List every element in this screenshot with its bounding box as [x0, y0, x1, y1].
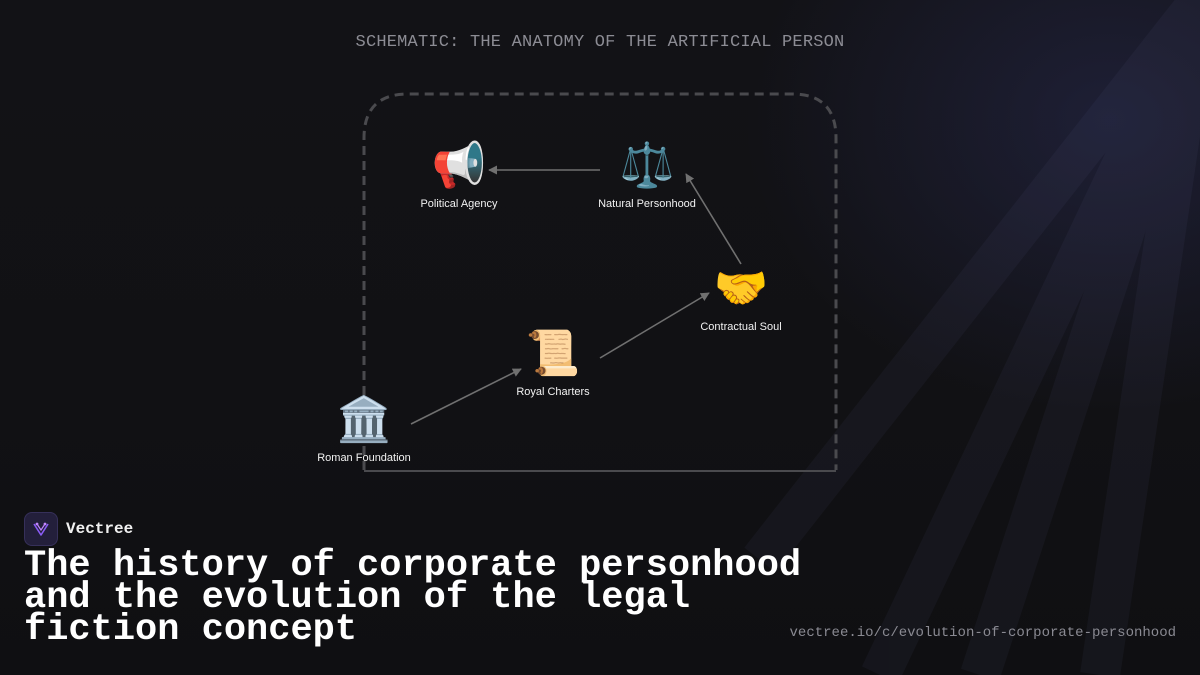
- brand: Vectree: [24, 512, 133, 546]
- diagram-frame: [362, 92, 838, 470]
- vectree-logo-icon: [24, 512, 58, 546]
- node-natural: ⚖️ Natural Personhood: [598, 140, 696, 210]
- node-label-charters: Royal Charters: [516, 386, 590, 398]
- node-label-contract: Contractual Soul: [700, 321, 781, 333]
- node-label-political: Political Agency: [420, 198, 498, 210]
- megaphone-icon: 📢: [432, 140, 487, 191]
- node-charters: 📜 Royal Charters: [516, 329, 590, 398]
- schematic-title: SCHEMATIC: THE ANATOMY OF THE ARTIFICIAL…: [355, 33, 845, 52]
- brand-name: Vectree: [66, 520, 134, 538]
- node-contract: 🤝 Contractual Soul: [700, 264, 781, 333]
- balance-scale-icon: ⚖️: [620, 140, 675, 190]
- classical-building-icon: 🏛️: [337, 394, 392, 444]
- node-label-roman: Roman Foundation: [317, 452, 411, 464]
- node-roman: 🏛️ Roman Foundation: [317, 394, 411, 464]
- arrow-charters-to-contract: [599, 292, 710, 359]
- handshake-icon: 🤝: [714, 264, 769, 313]
- source-url[interactable]: vectree.io/c/evolution-of-corporate-pers…: [789, 625, 1176, 641]
- node-political: 📢 Political Agency: [420, 140, 498, 210]
- arrow-roman-to-charters: [410, 368, 522, 425]
- arrow-contract-to-natural: [685, 173, 742, 265]
- node-label-natural: Natural Personhood: [598, 198, 696, 210]
- headline: The history of corporate personhood and …: [24, 545, 802, 651]
- scroll-icon: 📜: [526, 329, 581, 378]
